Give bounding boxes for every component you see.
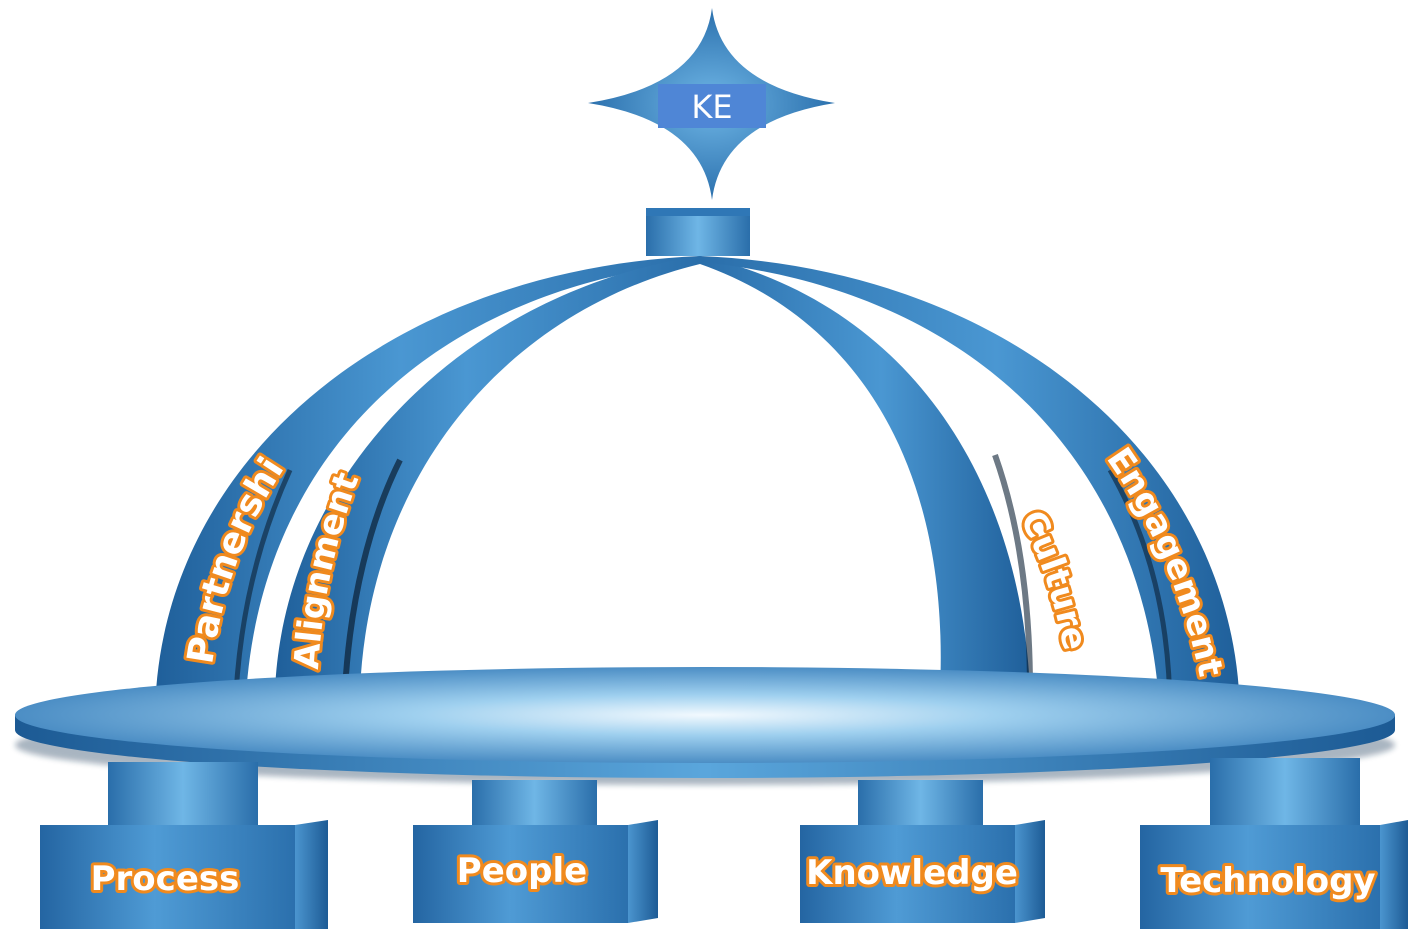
arch-engagement xyxy=(700,256,1240,720)
pillar-knowledge: Knowledge xyxy=(800,820,1045,923)
base-disc xyxy=(15,667,1395,785)
arch-alignment xyxy=(275,256,700,690)
arch-partnership xyxy=(155,256,700,720)
star-icon: KE xyxy=(588,8,835,200)
pillar-process: Process xyxy=(40,820,328,929)
top-cap xyxy=(646,208,750,256)
pillar-label-people: People xyxy=(457,851,587,891)
pillar-label-knowledge: Knowledge xyxy=(806,853,1018,893)
pillar-technology: Technology xyxy=(1140,820,1408,929)
pillar-stems xyxy=(108,758,1360,830)
arch-culture xyxy=(700,256,1030,690)
ke-label: KE xyxy=(691,88,732,126)
pillar-label-process: Process xyxy=(91,859,240,899)
pillar-bases: Process People Knowledge Technology xyxy=(40,820,1408,929)
ke-box xyxy=(658,84,766,128)
pillar-people: People xyxy=(413,820,658,923)
pillar-label-technology: Technology xyxy=(1160,861,1375,901)
